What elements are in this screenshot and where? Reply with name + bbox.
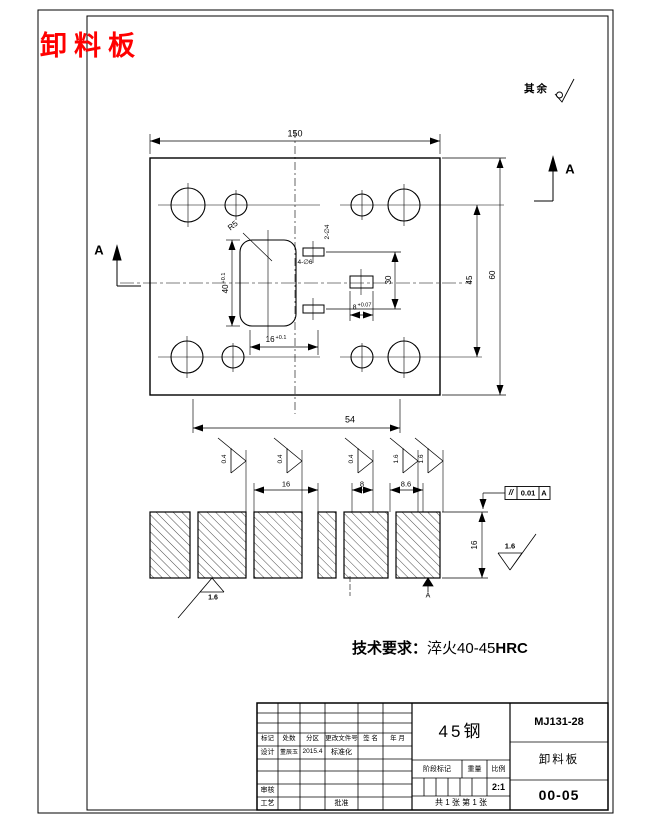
- title-code: 00-05: [538, 786, 580, 803]
- title-header-count: 处数: [282, 735, 296, 743]
- roughness-mark-1: 0.4: [220, 454, 228, 464]
- title-craft-label: 工艺: [260, 800, 275, 807]
- section-arrow-left: [112, 244, 141, 287]
- title-sheet-info: 共 1 张 第 1 张: [434, 798, 487, 807]
- tech-req-unit: HRC: [495, 640, 528, 657]
- section-view-dimensions: [254, 486, 488, 579]
- title-weight-label: 重量: [467, 765, 482, 773]
- frame-borders: [37, 9, 614, 814]
- section-label-left: A: [94, 242, 104, 258]
- dim-right-inner: 45: [465, 275, 474, 285]
- dim-slot-small: 8+0.07: [352, 302, 372, 312]
- title-header-docno: 更改文件号: [325, 735, 358, 743]
- red-title: 卸料板: [40, 31, 142, 61]
- holes-label-2: 2-∅4: [323, 224, 331, 240]
- roughness-symbols: [177, 437, 537, 619]
- top-view-dimensions: [149, 134, 506, 433]
- dim-slot-height-tol: +0.1: [220, 272, 227, 284]
- gdt-symbol: //: [508, 488, 514, 497]
- section-label-right: A: [565, 161, 575, 177]
- dim-slot-width-value: 16: [265, 334, 275, 344]
- dim-sec-a: 16: [281, 479, 291, 489]
- title-approve-label: 批准: [334, 800, 349, 807]
- roughness-mark-4: 1.6: [392, 454, 400, 464]
- tech-requirements: 技术要求：淬火40-45HRC: [352, 641, 528, 656]
- dim-right-outer: 60: [488, 270, 497, 280]
- title-drawing-no: MJ131-28: [534, 716, 584, 728]
- dim-sec-b: 8: [359, 479, 365, 489]
- dim-slot-width: 16+0.1: [265, 334, 287, 345]
- gdt-value: 0.01: [520, 488, 536, 498]
- title-part-name: 卸料板: [538, 753, 580, 766]
- datum-flag-label: A: [425, 592, 431, 600]
- dim-thickness: 16: [470, 540, 479, 550]
- surface-note-label: 其余: [524, 83, 549, 95]
- datum-flag: [422, 577, 434, 592]
- dim-slot-height: 40+0.1: [220, 272, 231, 294]
- roughness-bottom: 1.6: [208, 594, 218, 602]
- title-standard-label: 标准化: [331, 749, 352, 756]
- dim-sec-c: 8.6: [400, 479, 412, 489]
- gdt-datum: A: [541, 488, 547, 498]
- title-header-mark: 标记: [261, 735, 274, 743]
- roughness-mark-3: 0.4: [347, 454, 355, 464]
- section-arrow-right: [534, 155, 558, 202]
- top-view-centerlines: [120, 130, 504, 414]
- title-scale-value: 2:1: [491, 781, 505, 792]
- dim-slot-spacing: 30: [384, 275, 393, 285]
- dim-slot-small-tol: +0.07: [357, 302, 372, 309]
- roughness-right: 1.6: [504, 541, 516, 551]
- title-stage-label: 阶段标记: [423, 765, 451, 773]
- dim-slot-small-value: 8: [352, 304, 357, 312]
- surface-finish-icon: [554, 78, 575, 103]
- roughness-mark-2: 0.4: [276, 454, 284, 464]
- title-header-date: 年 月: [390, 735, 405, 743]
- dim-slot-height-value: 40: [220, 284, 230, 294]
- gdt-frame: [479, 486, 551, 509]
- dim-top-width: 150: [287, 128, 303, 139]
- title-header-signature: 签 名: [363, 735, 378, 743]
- title-audit-label: 审核: [260, 787, 275, 794]
- dim-bottom-width: 54: [344, 414, 356, 425]
- holes-label: 4-∅6: [297, 258, 313, 266]
- title-scale-label: 比例: [491, 765, 506, 773]
- title-material: 45钢: [438, 722, 484, 741]
- title-block-grid: [256, 702, 609, 811]
- title-header-zone: 分区: [306, 735, 319, 743]
- roughness-mark-5: 1.6: [417, 454, 425, 464]
- tech-req-label: 技术要求：: [352, 640, 428, 657]
- title-design-date: 2015.4: [302, 748, 323, 756]
- section-view-hatch: [149, 511, 441, 579]
- tech-req-value: 淬火40-45: [427, 640, 496, 657]
- title-design-label: 设计: [260, 749, 275, 756]
- title-designer-name: 董辰玉: [279, 749, 298, 756]
- dim-slot-width-tol: +0.1: [275, 334, 287, 341]
